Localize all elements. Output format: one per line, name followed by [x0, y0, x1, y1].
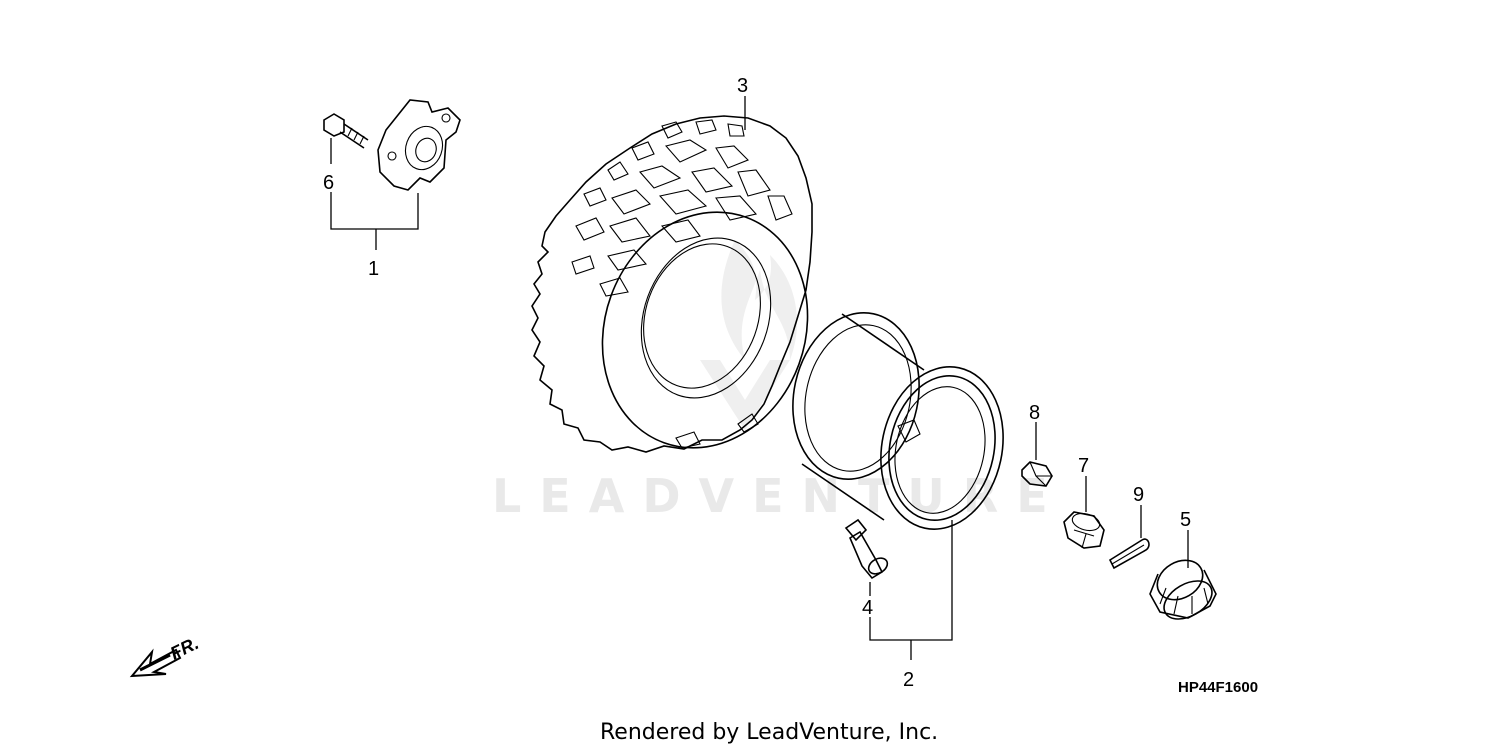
callout-4[interactable]: 4: [862, 597, 873, 619]
callout-9[interactable]: 9: [1133, 484, 1144, 506]
hub-drawing[interactable]: [377, 99, 461, 191]
leader-lines: [330, 96, 1189, 660]
callout-labels: 1 2 3 4 5 6 7 8 9: [323, 75, 1191, 691]
castle-nut-drawing[interactable]: [1063, 511, 1105, 549]
callout-3[interactable]: 3: [737, 75, 748, 97]
hub-bolt-drawing[interactable]: [323, 113, 369, 149]
cotter-pin-drawing[interactable]: [1108, 538, 1150, 570]
wheel-nut-drawing[interactable]: [1021, 461, 1053, 487]
callout-7[interactable]: 7: [1078, 455, 1089, 477]
diagram-code: HP44F1600: [1178, 679, 1258, 696]
callout-1[interactable]: 1: [368, 258, 379, 280]
watermark-text: LEADVENTURE: [492, 469, 1066, 523]
tire-drawing[interactable]: [531, 115, 840, 477]
front-direction-arrow: FR.: [129, 633, 202, 678]
watermark-flame-logo: [700, 240, 798, 430]
callout-8[interactable]: 8: [1029, 402, 1040, 424]
watermark: LEADVENTURE: [492, 240, 1066, 523]
callout-2[interactable]: 2: [903, 669, 914, 691]
callout-6[interactable]: 6: [323, 172, 334, 194]
callout-5[interactable]: 5: [1180, 509, 1191, 531]
rim-drawing[interactable]: [778, 301, 1018, 541]
axle-cap-drawing[interactable]: [1149, 552, 1219, 626]
valve-stem-drawing[interactable]: [844, 518, 890, 580]
footer-credit: Rendered by LeadVenture, Inc.: [600, 720, 938, 745]
